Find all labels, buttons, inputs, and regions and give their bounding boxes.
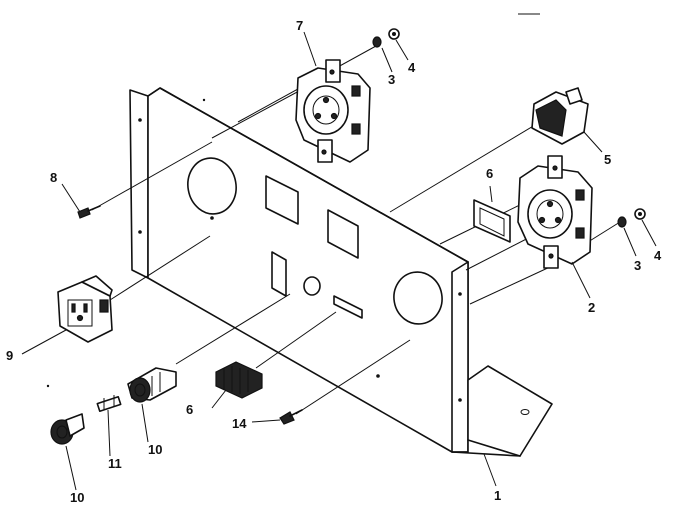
part-9-duplex-receptacle <box>57 275 113 343</box>
panel-hole-right <box>393 271 443 325</box>
panel-square-cutout-2 <box>327 209 359 259</box>
callout-3-right: 3 <box>634 258 641 273</box>
part-10-fuse-holder <box>127 367 177 403</box>
callout-6-breaker: 6 <box>186 402 193 417</box>
part-7-receptacle <box>295 59 371 163</box>
assembly-lines <box>91 45 621 415</box>
callout-4-right: 4 <box>654 248 662 263</box>
callout-6-gasket: 6 <box>486 166 493 181</box>
part-6-gasket <box>473 199 511 243</box>
callout-3-top: 3 <box>388 72 395 87</box>
panel-small-hole <box>303 276 321 296</box>
part-11-fuse <box>96 395 122 413</box>
panel-fuse-slot <box>271 251 287 297</box>
callout-1: 1 <box>494 488 501 503</box>
callout-5: 5 <box>604 152 611 167</box>
panel-square-cutout-1 <box>265 175 299 225</box>
part-14-screw <box>279 409 303 425</box>
panel-right-flange <box>451 261 469 453</box>
panel-hole-left <box>187 157 237 215</box>
part-5-rocker-switch <box>531 87 589 145</box>
callout-10-holder: 10 <box>148 442 162 457</box>
nut-washer-top <box>372 28 400 48</box>
part-10-fuse-cap <box>50 413 85 445</box>
callout-leaders <box>21 31 657 491</box>
panel-slot <box>333 295 363 319</box>
part-8-screw <box>77 205 101 219</box>
callout-11: 11 <box>108 456 122 471</box>
callout-8: 8 <box>50 170 57 185</box>
part-2-receptacle <box>517 155 593 269</box>
callout-14: 14 <box>232 416 247 431</box>
callout-9: 9 <box>6 348 13 363</box>
callout-7: 7 <box>296 18 303 33</box>
control-panel <box>46 87 553 457</box>
callout-10-cap: 10 <box>70 490 84 505</box>
part-6-breaker <box>215 361 263 399</box>
nut-washer-right <box>617 208 646 228</box>
callout-2: 2 <box>588 300 595 315</box>
callout-4-top: 4 <box>408 60 416 75</box>
panel-left-flange <box>129 89 149 279</box>
